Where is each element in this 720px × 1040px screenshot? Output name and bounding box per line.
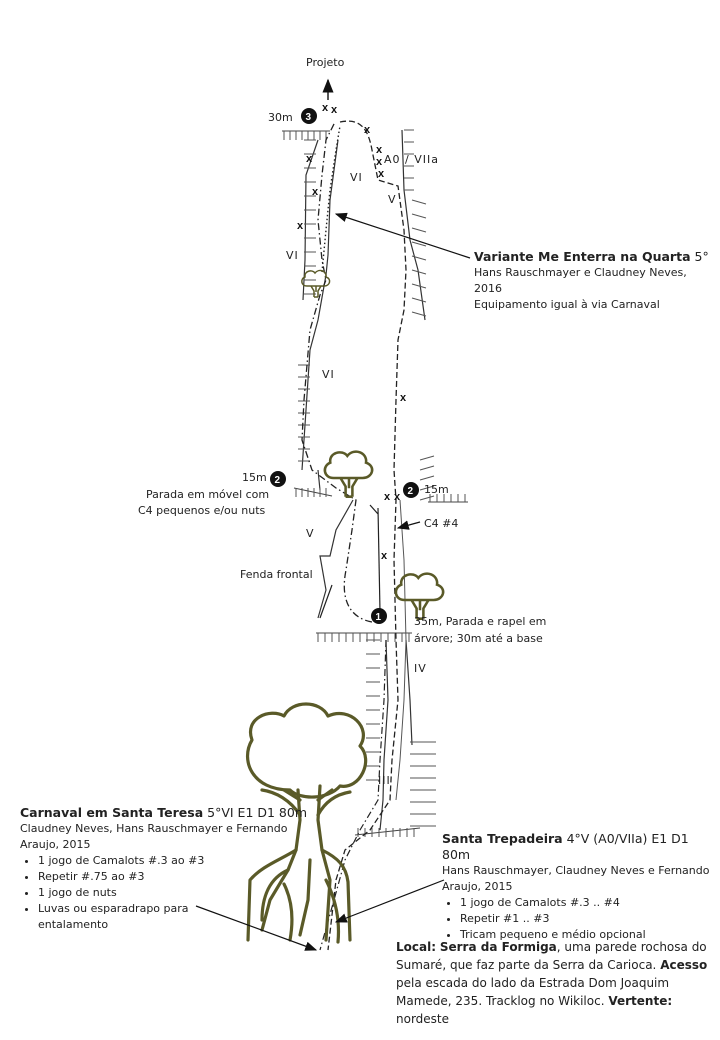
svg-text:3: 3 [306, 112, 312, 123]
carnaval-gear-list: 1 jogo de Camalots #.3 ao #3 Repetir #.7… [20, 853, 238, 933]
grade-v-right: V [388, 193, 397, 206]
station-2-right-length: 15m [424, 483, 449, 496]
acesso-label: Acesso [660, 958, 708, 972]
variante-arrow [334, 212, 471, 259]
rock-face-outline [301, 129, 426, 831]
grade-vi-top: VI [350, 171, 363, 184]
tree-icon [301, 269, 331, 298]
tree-icon [394, 572, 445, 620]
trepadeira-title-line: Santa Trepadeira 4°V (A0/VIIa) E1 D1 80m [442, 831, 718, 863]
station-1-note: 35m, Parada e rapel em [414, 615, 546, 628]
big-tree-icon [246, 702, 368, 944]
station-3-length: 30m [268, 111, 293, 124]
station-3: 3 30m [268, 108, 317, 124]
local-name: Serra da Formiga [439, 940, 557, 954]
svg-text:2: 2 [275, 475, 281, 486]
carnaval-authors: Araujo, 2015 [20, 838, 91, 851]
route-trepadeira-parallel [395, 499, 407, 801]
trepadeira-gear-list: 1 jogo de Camalots #.3 .. #4 Repetir #1 … [442, 895, 718, 943]
station-2-right: 2 15m [403, 482, 449, 498]
carnaval-authors: Claudney Neves, Hans Rauschmayer e Ferna… [20, 822, 288, 835]
variante-year: 2016 [474, 282, 502, 295]
gear-item: Tricam pequeno e médio opcional [460, 927, 718, 943]
bolt-marks: x x x x x x x x x x x x x [297, 102, 407, 562]
variante-equipment: Equipamento igual à via Carnaval [474, 298, 660, 311]
gear-item: Repetir #.75 ao #3 [38, 869, 238, 885]
local-label: Local: [396, 940, 437, 954]
grade-labels: A0 / VIIa VI V VI VI V IV III [286, 153, 439, 787]
trepadeira-authors: Araujo, 2015 [442, 880, 513, 893]
trepadeira-title: Santa Trepadeira [442, 831, 563, 846]
bolt-mark: x [376, 144, 383, 156]
trepadeira-authors: Hans Rauschmayer, Claudney Neves e Ferna… [442, 864, 710, 877]
carnaval-description: Carnaval em Santa Teresa 5°VI E1 D1 80m … [20, 805, 310, 933]
rock-ticks [283, 129, 466, 837]
route-trepadeira [327, 120, 407, 951]
grade-iii: III [378, 774, 391, 787]
bolt-mark: x [322, 102, 329, 114]
bolt-mark: x [306, 153, 313, 165]
station-2-left-note: Parada em móvel com [146, 488, 269, 501]
c4-arrow [396, 520, 421, 530]
station-2-left: 2 15m Parada em móvel com C4 pequenos e/… [138, 471, 286, 517]
bolt-mark: x [331, 104, 338, 116]
bolt-mark: x [400, 392, 407, 404]
acesso-text: pela escada do lado da Estrada Dom Joaqu… [396, 976, 670, 1008]
bolt-mark: x [394, 491, 401, 503]
svg-text:2: 2 [408, 486, 414, 497]
route-variante [321, 125, 341, 273]
variante-title: Variante Me Enterra na Quarta [474, 249, 691, 264]
bolt-mark: x [376, 156, 383, 168]
route-pitch1-line [377, 507, 381, 613]
location-info: Local: Serra da Formiga, uma parede roch… [396, 938, 716, 1028]
station-1-note: árvore; 30m até a base [414, 632, 543, 645]
vertente-label: Vertente: [608, 994, 673, 1008]
grade-iv: IV [414, 662, 427, 675]
variante-authors: Hans Rauschmayer e Claudney Neves, [474, 266, 687, 279]
station-1: 1 35m, Parada e rapel em árvore; 30m até… [371, 608, 546, 645]
trepadeira-description: Santa Trepadeira 4°V (A0/VIIa) E1 D1 80m… [442, 831, 718, 943]
grade-vi-mid: VI [322, 368, 335, 381]
bolt-mark: x [312, 186, 319, 198]
variante-grade: 5° [694, 249, 709, 264]
carnaval-title-line: Carnaval em Santa Teresa 5°VI E1 D1 80m [20, 805, 310, 821]
bolt-mark: x [384, 491, 391, 503]
gear-item: 1 jogo de nuts [38, 885, 238, 901]
route-carnaval-lower [319, 639, 387, 951]
bolt-mark: x [378, 168, 385, 180]
variante-description: Variante Me Enterra na Quarta 5° Hans Ra… [474, 249, 714, 313]
fenda-pointer [319, 584, 333, 619]
carnaval-arrow [195, 905, 318, 951]
station-2-left-length: 15m [242, 471, 267, 484]
trepadeira-grade: 4°V (A0/VIIa) E1 D1 80m [442, 831, 689, 862]
grade-vi-left: VI [286, 249, 299, 262]
bolt-mark: x [364, 124, 371, 136]
route-short-line [369, 504, 379, 515]
svg-text:1: 1 [376, 612, 382, 623]
variante-title-line: Variante Me Enterra na Quarta 5° [474, 249, 714, 265]
station-2-left-note: C4 pequenos e/ou nuts [138, 504, 266, 517]
carnaval-title: Carnaval em Santa Teresa [20, 805, 204, 820]
gear-item: Repetir #1 .. #3 [460, 911, 718, 927]
gear-item: Luvas ou esparadrapo para entalamento [38, 901, 238, 933]
tree-icon [323, 450, 374, 498]
grade-a0-vii: A0 / VIIa [384, 153, 439, 166]
carnaval-grade: 5°VI E1 D1 80m [207, 805, 308, 820]
bolt-mark: x [381, 550, 388, 562]
grade-v-low: V [306, 527, 315, 540]
gear-item: 1 jogo de Camalots #.3 .. #4 [460, 895, 718, 911]
gear-c4-label: C4 #4 [424, 517, 458, 530]
project-label: Projeto [306, 56, 345, 69]
gear-item: 1 jogo de Camalots #.3 ao #3 [38, 853, 238, 869]
fenda-label: Fenda frontal [240, 568, 313, 581]
vertente-text: nordeste [396, 1012, 450, 1026]
local-text: , uma parede rochosa do Sumaré, que faz … [396, 940, 707, 972]
trepadeira-arrow [334, 879, 445, 923]
bolt-mark: x [297, 220, 304, 232]
